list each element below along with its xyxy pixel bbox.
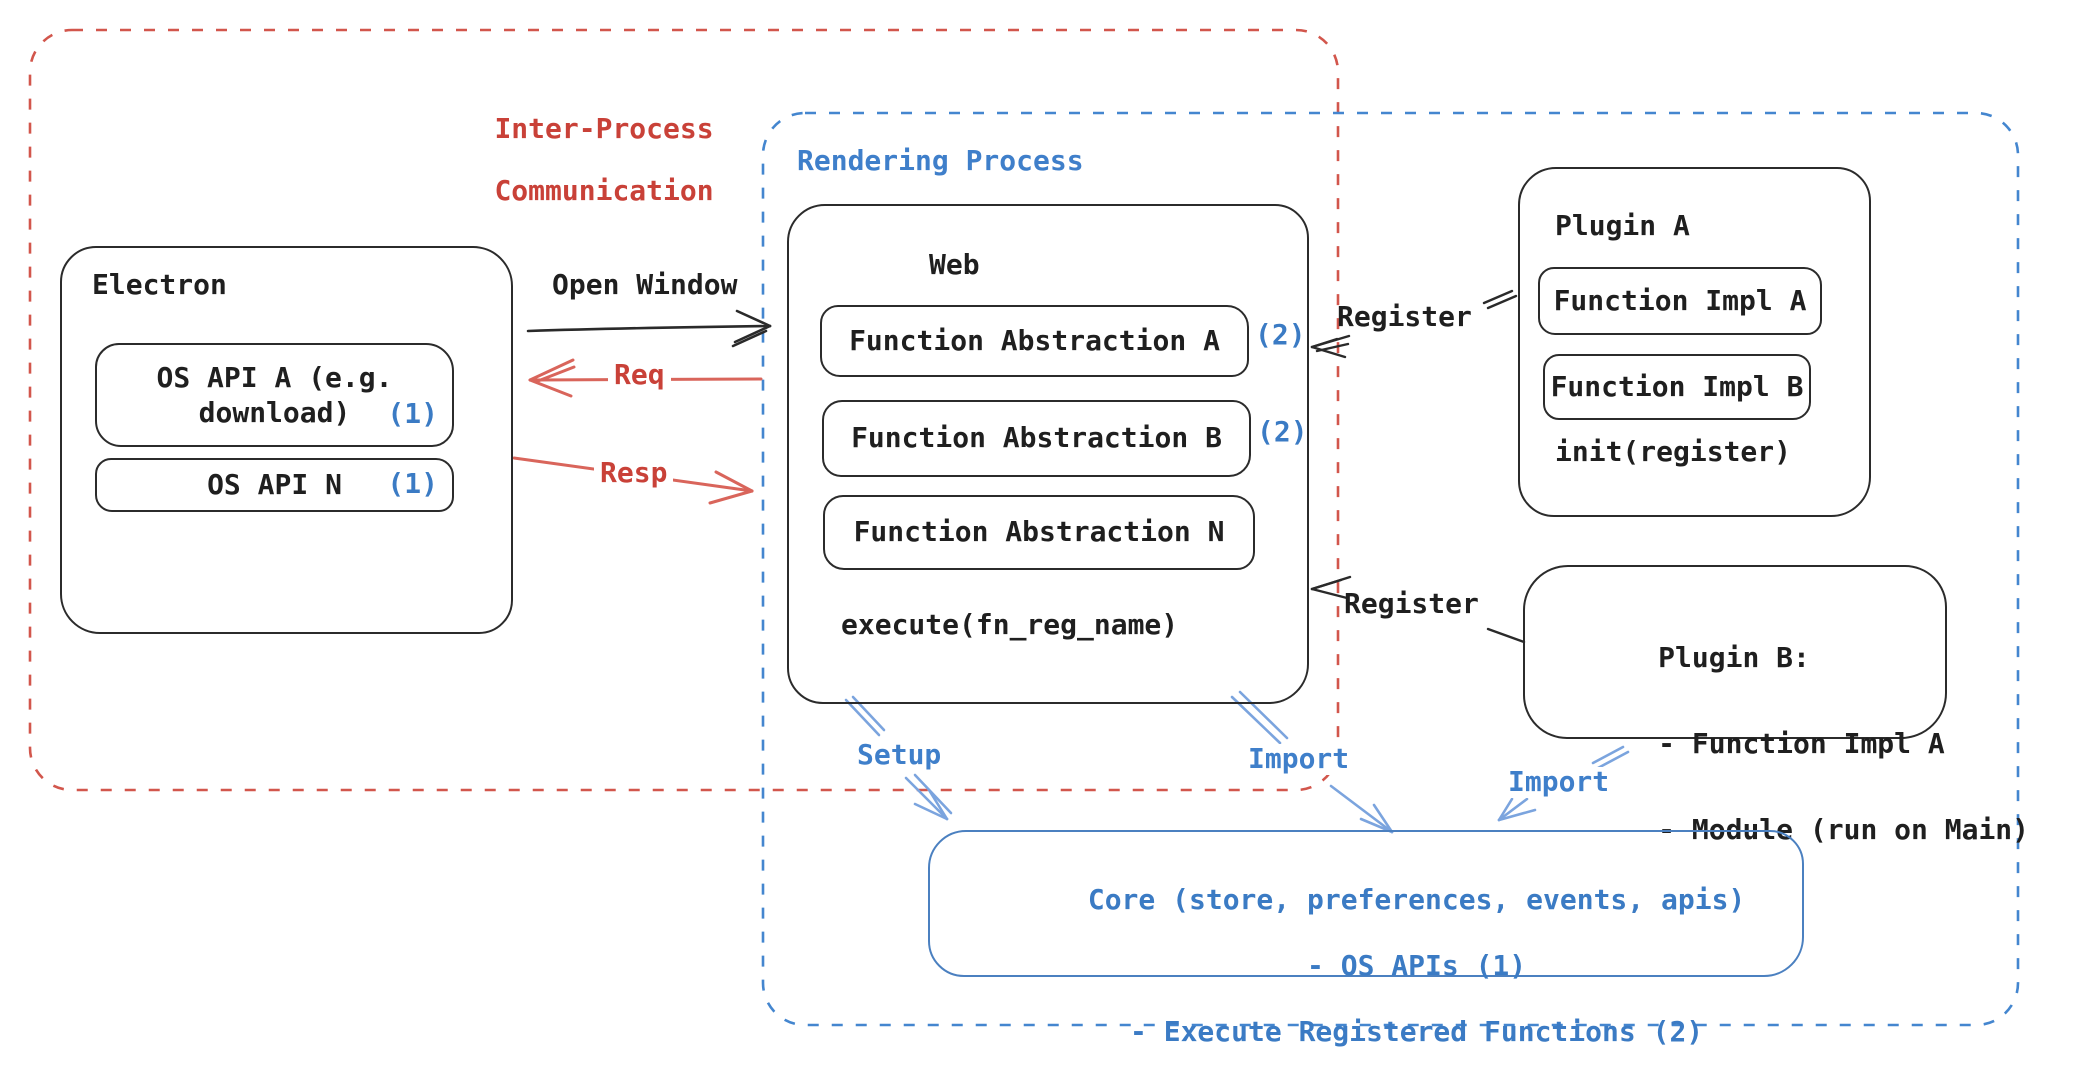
os-api-n-box: OS API N (1) — [95, 458, 454, 512]
core-box: Core (store, preferences, events, apis) … — [928, 830, 1804, 1048]
plugin-a-init-label: init(register) — [1555, 435, 1792, 468]
plugin-a-title: Plugin A — [1555, 209, 1690, 242]
function-abstraction-b-box: Function Abstraction B — [822, 400, 1251, 477]
rendering-region-label: Rendering Process — [797, 144, 1084, 177]
core-text: Core (store, preferences, events, apis) … — [930, 850, 1802, 1066]
electron-box: Electron — [60, 246, 513, 634]
setup-label: Setup — [851, 739, 948, 771]
import-web-label: Import — [1242, 743, 1356, 775]
plugin-a-box: Plugin A init(register) — [1518, 167, 1871, 517]
open-window-label: Open Window — [552, 268, 738, 301]
core-line1: Core (store, preferences, events, apis) — [1087, 883, 1746, 916]
os-api-n-label: OS API N — [207, 467, 342, 501]
core-line3: - Execute Registered Functions (2) — [1130, 1015, 1704, 1048]
open-window-arrow — [526, 309, 772, 348]
resp-label: Resp — [594, 457, 674, 489]
function-abstraction-b-badge: (2) — [1257, 415, 1308, 448]
web-title: Web — [929, 248, 980, 281]
function-impl-b-box: Function Impl B — [1543, 354, 1811, 420]
req-label: Req — [608, 359, 671, 391]
function-impl-a-label: Function Impl A — [1553, 283, 1807, 317]
ipc-region-label: Inter-Process Communication — [427, 82, 714, 237]
function-impl-b-label: Function Impl B — [1550, 369, 1804, 403]
os-api-a-line2: download) — [198, 396, 351, 429]
execute-label: execute(fn_reg_name) — [841, 608, 1179, 641]
electron-title: Electron — [92, 268, 227, 301]
os-api-a-label: OS API A (e.g. download) — [156, 360, 392, 430]
function-impl-a-box: Function Impl A — [1538, 267, 1822, 335]
function-abstraction-a-label: Function Abstraction A — [849, 323, 1220, 357]
function-abstraction-b-label: Function Abstraction B — [851, 421, 1222, 455]
function-abstraction-a-box: Function Abstraction A — [820, 305, 1249, 377]
ipc-label-line1: Inter-Process — [494, 112, 714, 145]
register-bottom-label: Register — [1344, 587, 1479, 620]
os-api-a-line1: OS API A (e.g. — [156, 361, 393, 394]
os-api-a-badge: (1) — [387, 397, 438, 430]
ipc-label-line2: Communication — [494, 174, 714, 207]
plugin-b-text: Plugin B: - Function Impl A - Module (ru… — [1557, 593, 2029, 894]
plugin-b-box: Plugin B: - Function Impl A - Module (ru… — [1523, 565, 2029, 846]
function-abstraction-a-badge: (2) — [1255, 318, 1306, 351]
function-abstraction-n-box: Function Abstraction N — [823, 495, 1255, 570]
plugin-b-item2: - Module (run on Main) — [1658, 813, 2030, 846]
core-line2: - OS APIs (1) — [1307, 949, 1527, 982]
plugin-b-title: Plugin B: — [1658, 641, 1810, 674]
function-abstraction-n-label: Function Abstraction N — [853, 515, 1225, 549]
plugin-b-item1: - Function Impl A — [1658, 727, 1945, 760]
os-api-a-box: OS API A (e.g. download) (1) — [95, 343, 454, 447]
web-box: Web execute(fn_reg_name) — [787, 204, 1309, 704]
register-top-label: Register — [1337, 300, 1472, 333]
import-plugin-label: Import — [1502, 766, 1616, 798]
os-api-n-badge: (1) — [387, 467, 438, 500]
